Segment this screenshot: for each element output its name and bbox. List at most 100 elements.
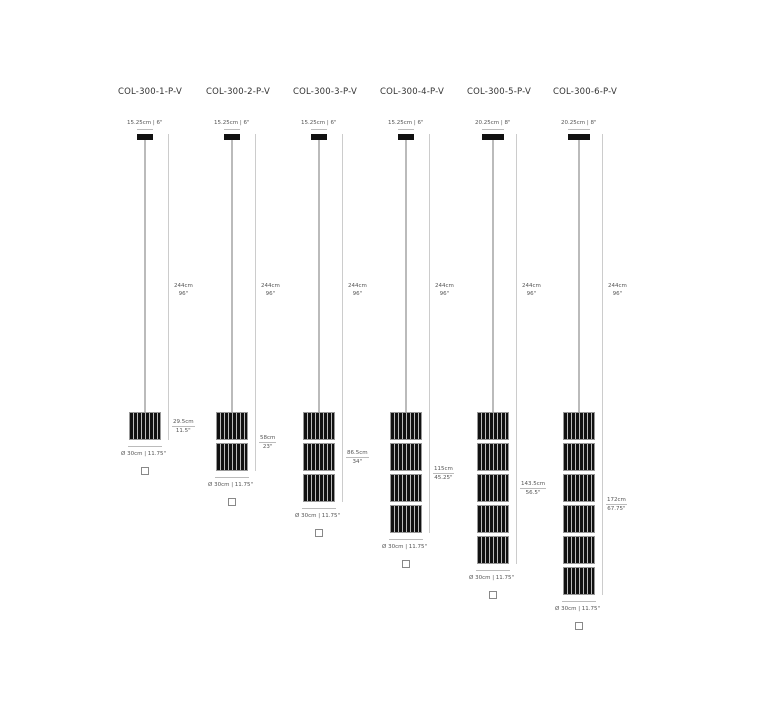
- body-height-in: 23": [262, 443, 273, 450]
- diameter-line: [215, 477, 249, 478]
- suspension-cable: [405, 140, 407, 412]
- canopy-dimension-line: [568, 129, 590, 130]
- lamp-module: [390, 412, 422, 440]
- diameter-label: Ø 30cm | 11.75": [382, 544, 428, 550]
- lamp-module: [563, 443, 595, 471]
- cable-length-cm: 244cm: [608, 283, 627, 289]
- diameter-label: Ø 30cm | 11.75": [469, 575, 515, 581]
- cable-length-cm: 244cm: [435, 283, 454, 289]
- select-checkbox[interactable]: [575, 622, 583, 630]
- lamp-module: [477, 412, 509, 440]
- body-height-line: [342, 412, 343, 502]
- cable-length-label: 244cm 96": [434, 282, 455, 298]
- select-checkbox[interactable]: [228, 498, 236, 506]
- body-height-in: 67.75": [607, 505, 626, 512]
- suspension-cable: [578, 140, 580, 412]
- lamp-module: [563, 536, 595, 564]
- cable-length-line: [516, 134, 517, 412]
- cable-length-line: [168, 134, 169, 412]
- body-height-line: [255, 412, 256, 471]
- lamp-module: [563, 474, 595, 502]
- lamp-module: [563, 505, 595, 533]
- lamp-module: [477, 474, 509, 502]
- cable-length-line: [255, 134, 256, 412]
- cable-length-cm: 244cm: [174, 283, 193, 289]
- canopy-dimension-line: [398, 129, 414, 130]
- cable-length-in: 96": [178, 291, 189, 297]
- body-height-in: 34": [352, 459, 363, 465]
- ceiling-canopy: [398, 134, 414, 140]
- lamp-module: [477, 443, 509, 471]
- canopy-dimension-line: [311, 129, 327, 130]
- canopy-dimension-line: [137, 129, 153, 130]
- canopy-dimension-line: [482, 129, 504, 130]
- body-height-in: 45.25": [434, 474, 453, 481]
- canopy-dimension-label: 20.25cm | 8": [475, 120, 511, 126]
- lamp-module: [390, 474, 422, 502]
- diameter-label: Ø 30cm | 11.75": [295, 513, 341, 519]
- lamp-module: [563, 412, 595, 440]
- cable-length-in: 96": [265, 291, 276, 297]
- canopy-dimension-label: 20.25cm | 8": [561, 120, 597, 126]
- diameter-line: [389, 539, 423, 540]
- cable-length-line: [602, 134, 603, 412]
- suspension-cable: [318, 140, 320, 412]
- model-title: COL-300-4-P-V: [380, 87, 444, 97]
- select-checkbox[interactable]: [315, 529, 323, 537]
- cable-length-label: 244cm 96": [173, 282, 194, 298]
- model-title: COL-300-3-P-V: [293, 87, 357, 97]
- lamp-module: [477, 505, 509, 533]
- cable-length-in: 96": [439, 291, 450, 297]
- cable-length-label: 244cm 96": [521, 282, 542, 298]
- canopy-dimension-label: 15.25cm | 6": [301, 120, 337, 126]
- lamp-module: [129, 412, 161, 440]
- model-title: COL-300-1-P-V: [118, 87, 182, 97]
- suspension-cable: [492, 140, 494, 412]
- lamp-module: [216, 443, 248, 471]
- canopy-dimension-label: 15.25cm | 6": [214, 120, 250, 126]
- select-checkbox[interactable]: [141, 467, 149, 475]
- cable-length-line: [342, 134, 343, 412]
- body-height-cm: 58cm: [259, 434, 277, 443]
- diameter-label: Ø 30cm | 11.75": [208, 482, 254, 488]
- ceiling-canopy: [482, 134, 504, 140]
- body-height-cm: 143.5cm: [520, 481, 547, 489]
- lamp-module: [390, 443, 422, 471]
- diameter-line: [562, 601, 596, 602]
- body-height-in: 56.5": [525, 490, 541, 496]
- cable-length-in: 96": [526, 291, 537, 297]
- lamp-module: [477, 536, 509, 564]
- diameter-label: Ø 30cm | 11.75": [555, 606, 601, 612]
- body-height-line: [429, 412, 430, 533]
- lamp-module: [563, 567, 595, 595]
- cable-length-label: 244cm 96": [347, 282, 368, 298]
- suspension-cable: [231, 140, 233, 412]
- select-checkbox[interactable]: [402, 560, 410, 568]
- cable-length-cm: 244cm: [348, 283, 367, 289]
- body-height-cm: 29.5cm: [172, 419, 195, 427]
- ceiling-canopy: [224, 134, 240, 140]
- lamp-module: [216, 412, 248, 440]
- body-height-cm: 115cm: [433, 465, 454, 474]
- diameter-line: [128, 446, 162, 447]
- model-title: COL-300-2-P-V: [206, 87, 270, 97]
- body-height-cm: 86.5cm: [346, 450, 369, 458]
- suspension-cable: [144, 140, 146, 412]
- cable-length-cm: 244cm: [522, 283, 541, 289]
- select-checkbox[interactable]: [489, 591, 497, 599]
- diameter-label: Ø 30cm | 11.75": [121, 451, 167, 457]
- cable-length-line: [429, 134, 430, 412]
- cable-length-in: 96": [352, 291, 363, 297]
- lamp-module: [390, 505, 422, 533]
- canopy-dimension-line: [224, 129, 240, 130]
- model-title: COL-300-5-P-V: [467, 87, 531, 97]
- ceiling-canopy: [311, 134, 327, 140]
- body-height-line: [602, 412, 603, 595]
- body-height-line: [516, 412, 517, 564]
